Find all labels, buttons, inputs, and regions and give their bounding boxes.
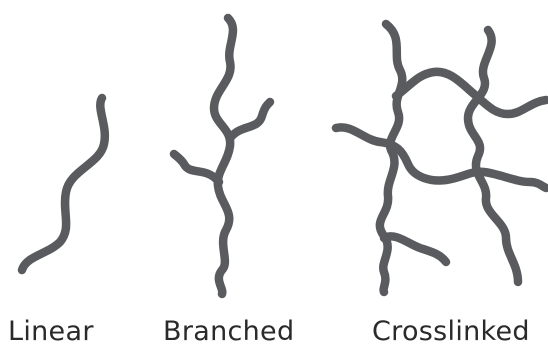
linear-polymer xyxy=(22,98,105,270)
branched-polymer xyxy=(174,18,270,294)
branched-backbone xyxy=(214,18,233,294)
crosslinked-polymer xyxy=(336,24,546,292)
branch-lower-left xyxy=(174,154,219,182)
branch-upper-right xyxy=(231,102,270,137)
crosslink-chain-2 xyxy=(468,30,518,282)
crosslink-chain-1 xyxy=(380,24,402,292)
label-linear: Linear xyxy=(8,318,94,345)
label-crosslinked: Crosslinked xyxy=(372,318,530,345)
linear-chain xyxy=(22,98,105,270)
label-branched: Branched xyxy=(163,318,294,345)
crosslink-chain-3 xyxy=(336,127,546,188)
crosslink-chain-5 xyxy=(384,236,446,262)
